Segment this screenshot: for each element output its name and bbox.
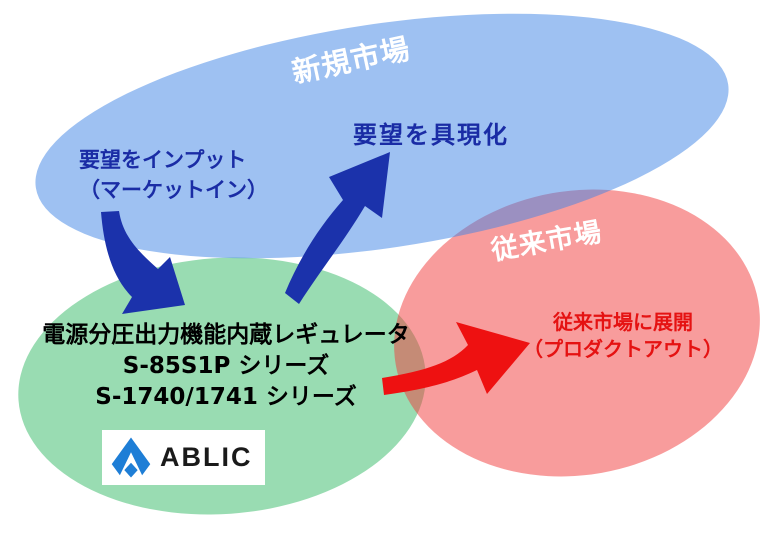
product-out-note-line2: （プロダクトアウト）	[523, 337, 723, 361]
product-description-line1: 電源分圧出力機能内蔵レギュレータ	[42, 322, 410, 348]
product-description: 電源分圧出力機能内蔵レギュレータ S-85S1P シリーズ S-1740/174…	[26, 320, 426, 413]
ablic-mountain-icon	[111, 437, 151, 478]
realize-note: 要望を具現化	[353, 121, 509, 149]
product-out-note: 従来市場に展開 （プロダクトアウト）	[492, 309, 754, 363]
conventional-market-ellipse	[394, 189, 760, 477]
ablic-logo: ABLIC	[102, 430, 265, 485]
market-in-note-line2: （マーケットイン）	[79, 178, 268, 202]
product-series-line1: S-85S1P シリーズ	[122, 353, 330, 379]
product-series-line2: S-1740/1741 シリーズ	[95, 384, 357, 410]
product-out-note-line1: 従来市場に展開	[553, 310, 693, 334]
new-market-ellipse	[35, 13, 729, 259]
ablic-logo-text: ABLIC	[160, 442, 253, 472]
product-out-arrow	[382, 322, 530, 395]
market-in-note: 要望をインプット （マーケットイン）	[79, 145, 268, 205]
realize-arrow	[285, 152, 390, 304]
market-in-arrow	[101, 211, 185, 314]
market-in-note-line1: 要望をインプット	[79, 148, 247, 172]
